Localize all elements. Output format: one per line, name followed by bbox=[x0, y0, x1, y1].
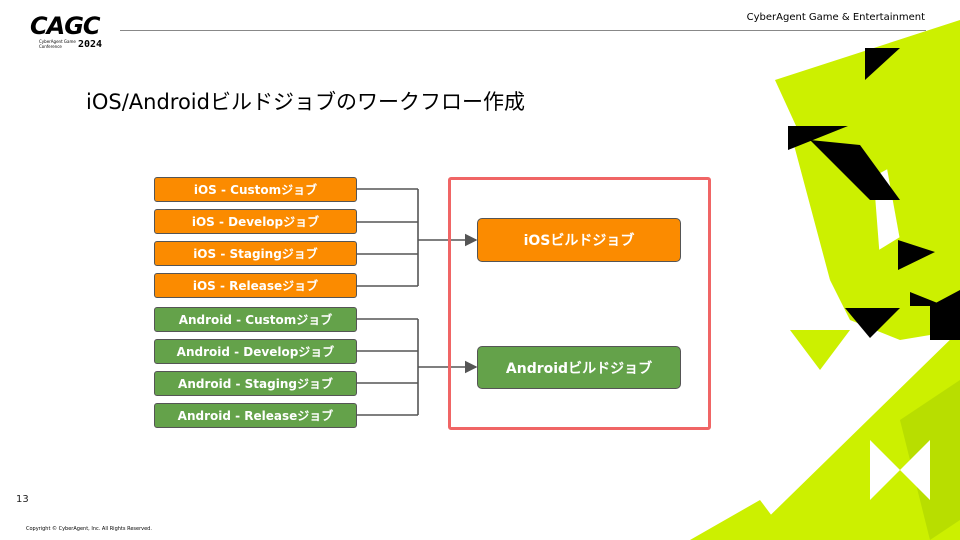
logo-text: CAGC bbox=[30, 12, 100, 40]
ios-develop-job: iOS - Developジョブ bbox=[154, 209, 357, 234]
logo-year: 2024 bbox=[78, 39, 103, 50]
copyright-text: Copyright © CyberAgent, Inc. All Rights … bbox=[26, 526, 152, 532]
logo-subtitle: CyberAgent Game Conference bbox=[39, 39, 76, 49]
android-build-job: Androidビルドジョブ bbox=[477, 346, 681, 389]
android-develop-job: Android - Developジョブ bbox=[154, 339, 357, 364]
ios-release-job: iOS - Releaseジョブ bbox=[154, 273, 357, 298]
android-release-job: Android - Releaseジョブ bbox=[154, 403, 357, 428]
ios-custom-job: iOS - Customジョブ bbox=[154, 177, 357, 202]
header-divider bbox=[120, 30, 926, 31]
page-title: iOS/Androidビルドジョブのワークフロー作成 bbox=[86, 90, 525, 114]
company-name: CyberAgent Game & Entertainment bbox=[746, 12, 925, 23]
ios-staging-job: iOS - Stagingジョブ bbox=[154, 241, 357, 266]
cagc-logo: CAGC CyberAgent Game Conference 2024 bbox=[30, 13, 120, 51]
page-number: 13 bbox=[16, 494, 29, 505]
highlight-frame bbox=[448, 177, 711, 430]
ios-build-job: iOSビルドジョブ bbox=[477, 218, 681, 262]
android-staging-job: Android - Stagingジョブ bbox=[154, 371, 357, 396]
android-custom-job: Android - Customジョブ bbox=[154, 307, 357, 332]
